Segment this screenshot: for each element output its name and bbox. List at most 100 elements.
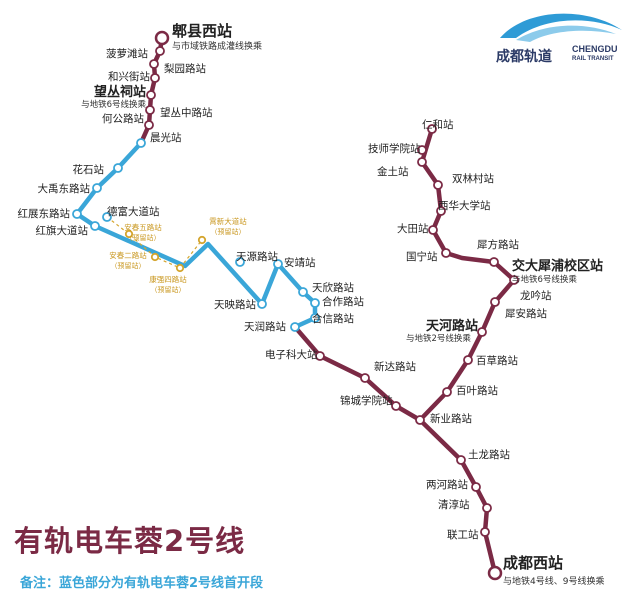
station-marker-anchunwulu[interactable]: [124, 229, 134, 239]
station-label-shuanglincun: 双林村站: [452, 172, 494, 185]
station-markers: [72, 30, 519, 581]
station-marker-xinyelu[interactable]: [415, 415, 425, 425]
station-label-tulonglu: 土龙路站: [468, 448, 510, 461]
station-label-anchunerlu: 安春二路站: [109, 250, 147, 260]
station-marker-chenguang[interactable]: [136, 138, 146, 148]
station-note-tianhelu: 与地铁2号线换乘: [406, 333, 471, 344]
station-marker-xihuadaxue[interactable]: [436, 206, 446, 216]
station-marker-tianyuanlu[interactable]: [235, 257, 245, 267]
station-marker-hegonglu[interactable]: [144, 120, 154, 130]
station-marker-baiyelu[interactable]: [442, 387, 452, 397]
station-label-hongqidadao: 红旗大道站: [36, 224, 89, 237]
station-label-defudadao: 德富大道站: [107, 205, 160, 218]
station-label-datian: 大田站: [397, 222, 429, 235]
station-label-tianxinlu: 天欣路站: [312, 281, 354, 294]
map-footnote: 备注：蓝色部分为有轨电车蓉2号线首开段: [20, 576, 264, 591]
station-label-xiananlu: 犀安路站: [505, 307, 547, 320]
station-label-jishixueyuan: 技师学院站: [368, 142, 421, 155]
station-note-pixian-west: 与市域铁路成灌线换乘: [172, 40, 262, 52]
station-note-kangqiangsilu: （预留站）: [151, 285, 186, 294]
station-marker-xiananlu[interactable]: [490, 297, 500, 307]
station-marker-guoning[interactable]: [441, 248, 451, 258]
station-marker-boluotan[interactable]: [155, 46, 165, 56]
station-label-anchunwulu: 安春五路站: [124, 222, 162, 232]
station-marker-tianrunlu[interactable]: [290, 322, 300, 332]
station-marker-tianxinlu[interactable]: [298, 287, 308, 297]
station-label-tianyuanlu: 天源路站: [236, 250, 278, 263]
station-marker-chengdu-west[interactable]: [487, 565, 503, 581]
station-marker-defudadao[interactable]: [102, 212, 112, 222]
station-label-xiaoxindadao: 霄新大道站: [209, 216, 247, 226]
station-marker-hexingjie[interactable]: [150, 73, 160, 83]
station-marker-anjing[interactable]: [273, 259, 283, 269]
station-label-xihuadaxue: 西华大学站: [438, 199, 491, 212]
station-label-liangong: 联工站: [447, 528, 479, 541]
station-label-hezuolu: 合作路站: [322, 295, 364, 308]
station-label-huashi: 花石站: [73, 163, 105, 176]
station-marker-longyin[interactable]: [509, 275, 519, 285]
chengdu-rail-logo: 成都轨道 CHENGDU RAIL TRANSIT: [496, 8, 626, 78]
station-label-anjing: 安靖站: [284, 256, 316, 269]
first-phase-line: [74, 140, 318, 330]
station-marker-baicaolu[interactable]: [463, 355, 473, 365]
station-label-jinchengxueyuan: 锦城学院站: [340, 394, 393, 407]
station-label-boluotan: 菠萝滩站: [106, 47, 148, 60]
station-marker-huashi[interactable]: [113, 163, 123, 173]
station-label-jintu: 金土站: [377, 165, 409, 178]
station-label-dayudonglu: 大禹东路站: [38, 182, 91, 195]
station-label-jiaoda: 交大犀浦校区站: [512, 258, 603, 274]
station-marker-anchunerlu[interactable]: [150, 252, 160, 262]
station-label-liyuanlu: 梨园路站: [164, 62, 206, 75]
station-marker-shuanglincun[interactable]: [433, 180, 443, 190]
station-marker-xindalu[interactable]: [360, 373, 370, 383]
station-marker-lianghelu[interactable]: [471, 482, 481, 492]
logo-name-en: CHENGDU RAIL TRANSIT: [572, 44, 618, 64]
station-marker-jinchengxueyuan[interactable]: [391, 401, 401, 411]
station-label-hexingjie: 和兴街站: [108, 70, 150, 83]
station-marker-hongqidadao[interactable]: [90, 221, 100, 231]
station-label-kangqiangsilu: 康强四路站: [149, 274, 187, 284]
station-marker-liyuanlu[interactable]: [149, 59, 159, 69]
main-line-south: [417, 417, 498, 576]
station-label-hegonglu: 何公路站: [102, 112, 144, 125]
station-marker-xiaoxindadao[interactable]: [197, 235, 207, 245]
station-note-wangcongci: 与地铁6号线换乘: [81, 99, 146, 110]
logo-name-en-1: CHENGDU: [572, 44, 618, 54]
station-marker-tianhelu[interactable]: [477, 327, 487, 337]
map-title: 有轨电车蓉2号线: [14, 524, 246, 558]
station-marker-jishixueyuan[interactable]: [417, 145, 427, 155]
station-label-baiyelu: 百叶路站: [456, 384, 498, 397]
station-marker-dianzikeda[interactable]: [315, 351, 325, 361]
station-label-tianrunlu: 天润路站: [244, 320, 286, 333]
station-marker-dayudonglu[interactable]: [92, 183, 102, 193]
station-marker-wangcongci[interactable]: [146, 90, 156, 100]
station-marker-wangcongzhonglu[interactable]: [145, 105, 155, 115]
station-label-dianzikeda: 电子科大站: [265, 348, 318, 361]
station-note-anchunwulu: （预留站）: [126, 233, 161, 242]
wave-logo-icon: [500, 13, 622, 42]
station-marker-kangqiangsilu[interactable]: [175, 263, 185, 273]
station-marker-xifanglu[interactable]: [489, 257, 499, 267]
station-note-anchunerlu: （预留站）: [111, 261, 146, 270]
logo-name-cn: 成都轨道: [496, 49, 552, 65]
station-label-lianghelu: 两河路站: [426, 478, 468, 491]
station-marker-liangong[interactable]: [480, 527, 490, 537]
station-marker-tulonglu[interactable]: [456, 455, 466, 465]
station-marker-hezuolu[interactable]: [310, 298, 320, 308]
station-note-jiaoda: 与地铁6号线换乘: [512, 274, 577, 285]
station-label-qingchun: 清淳站: [438, 498, 470, 511]
station-marker-tianyinglu[interactable]: [257, 299, 267, 309]
station-marker-pixian-west[interactable]: [154, 30, 170, 46]
station-marker-datian[interactable]: [428, 225, 438, 235]
station-marker-hongzhandonglu[interactable]: [72, 209, 82, 219]
station-marker-jintu[interactable]: [417, 157, 427, 167]
station-marker-hexinlu[interactable]: [310, 313, 320, 323]
station-label-chengdu-west: 成都西站: [503, 554, 563, 572]
station-marker-qingchun[interactable]: [482, 503, 492, 513]
station-label-xinyelu: 新业路站: [430, 412, 472, 425]
station-label-chenguang: 晨光站: [150, 131, 182, 144]
station-labels: 郫县西站与市域铁路成灌线换乘菠萝滩站梨园路站和兴街站望丛祠站与地铁6号线换乘望丛…: [18, 22, 605, 587]
logo-name-en-2: RAIL TRANSIT: [572, 56, 614, 62]
station-marker-renhe[interactable]: [427, 124, 437, 134]
